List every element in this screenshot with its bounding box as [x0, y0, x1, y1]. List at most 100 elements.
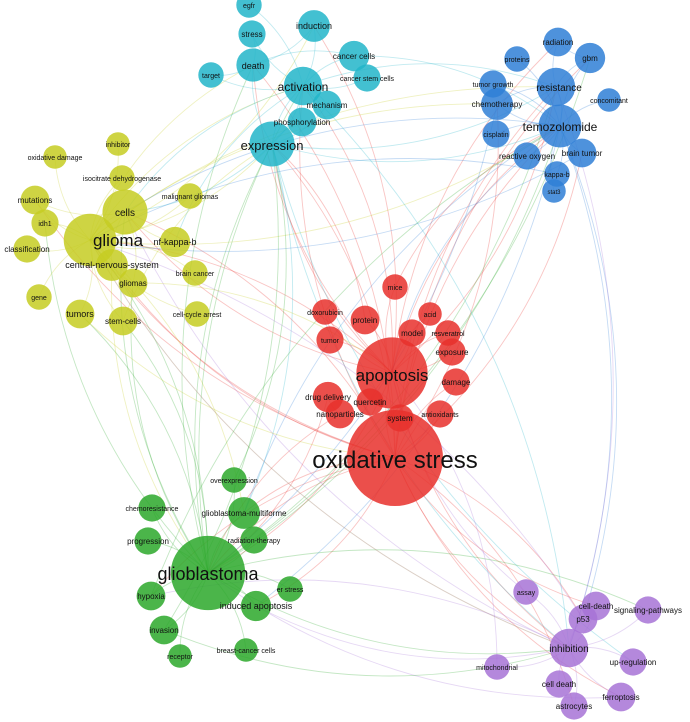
label-oxidative-damage: oxidative damage	[28, 155, 83, 162]
node-damage[interactable]	[442, 368, 470, 396]
node-quercetin[interactable]	[356, 388, 384, 416]
node-inhibition[interactable]	[549, 628, 589, 668]
label-astrocytes: astrocytes	[556, 702, 592, 711]
edge-glioblastoma-idh1	[44, 222, 209, 574]
node-classification[interactable]	[13, 235, 41, 263]
label-inhibition: inhibition	[549, 644, 588, 655]
node-glioblastoma-multiforme[interactable]	[228, 497, 260, 529]
node-mutations[interactable]	[20, 185, 50, 215]
label-proteins: proteins	[505, 57, 530, 64]
edge-apoptosis-cells	[124, 211, 393, 374]
node-acid[interactable]	[418, 302, 442, 326]
node-isocitrate-dehydrogenase[interactable]	[109, 165, 135, 191]
node-induction[interactable]	[298, 10, 330, 42]
label-stress: stress	[241, 30, 262, 39]
label-doxorubicin: doxorubicin	[307, 310, 343, 317]
node-receptor[interactable]	[168, 644, 192, 668]
label-induced-apoptosis: induced apoptosis	[220, 601, 293, 611]
node-temozolomide[interactable]	[538, 104, 582, 148]
node-mechanism[interactable]	[312, 90, 342, 120]
node-reactive-oxygen[interactable]	[513, 142, 541, 170]
node-death[interactable]	[236, 48, 270, 82]
node-concomitant[interactable]	[597, 88, 621, 112]
label-gene: gene	[31, 295, 47, 302]
node-induced-apoptosis[interactable]	[240, 590, 272, 622]
label-acid: acid	[424, 312, 437, 319]
node-invasion[interactable]	[149, 615, 179, 645]
label-tumors: tumors	[66, 309, 94, 319]
node-stat3[interactable]	[542, 179, 566, 203]
node-nf-kappa-b[interactable]	[159, 226, 191, 258]
label-gbm: gbm	[582, 54, 598, 63]
node-resistance[interactable]	[536, 67, 576, 107]
node-overexpression[interactable]	[221, 467, 247, 493]
node-malignant-gliomas[interactable]	[177, 183, 203, 209]
node-hypoxia[interactable]	[136, 581, 166, 611]
node-gbm[interactable]	[574, 42, 606, 74]
edge-expression-resistance	[271, 86, 557, 150]
node-cancer-cells[interactable]	[338, 40, 370, 72]
node-signaling-pathways[interactable]	[634, 596, 662, 624]
node-nanoparticles[interactable]	[325, 399, 355, 429]
edge-oxidative-stress-chemotherapy	[394, 103, 499, 459]
node-egfr[interactable]	[236, 0, 262, 18]
node-breast-cancer-cells[interactable]	[234, 638, 258, 662]
node-cell-death-2[interactable]	[545, 670, 573, 698]
node-up-regulation[interactable]	[619, 648, 647, 676]
node-model[interactable]	[398, 319, 426, 347]
node-brain-cancer[interactable]	[182, 260, 208, 286]
node-stress[interactable]	[238, 20, 266, 48]
node-oxidative-damage[interactable]	[43, 145, 67, 169]
edge-glioblastoma-resistance	[207, 86, 557, 574]
node-system[interactable]	[386, 404, 414, 432]
node-glioblastoma[interactable]	[170, 535, 246, 611]
label-idh1: idh1	[38, 221, 51, 228]
edge-inhibition-induced-apoptosis	[255, 605, 570, 660]
node-p53[interactable]	[568, 604, 598, 634]
node-gene[interactable]	[26, 284, 52, 310]
node-assay[interactable]	[513, 579, 539, 605]
node-antioxidants[interactable]	[426, 400, 454, 428]
node-gliomas[interactable]	[118, 268, 148, 298]
node-inhibitor[interactable]	[106, 132, 130, 156]
label-signaling-pathways: signaling-pathways	[614, 606, 682, 615]
node-oxidative-stress[interactable]	[347, 410, 443, 506]
label-glioblastoma-multiforme: glioblastoma-multiforme	[202, 509, 287, 518]
node-central-nervous-system[interactable]	[96, 249, 128, 281]
label-radiation-therapy: radiation-therapy	[228, 538, 281, 545]
node-protein[interactable]	[350, 305, 380, 335]
node-activation[interactable]	[283, 66, 323, 106]
node-ferroptosis[interactable]	[606, 682, 636, 712]
node-resveratrol[interactable]	[435, 320, 461, 346]
label-exposure: exposure	[436, 348, 469, 357]
node-tumor-growth[interactable]	[479, 70, 507, 98]
label-central-nervous-system: central-nervous-system	[65, 260, 159, 270]
node-radiation[interactable]	[543, 27, 573, 57]
node-expression[interactable]	[249, 121, 295, 167]
node-chemoresistance[interactable]	[138, 494, 166, 522]
node-mice[interactable]	[382, 274, 408, 300]
node-cells[interactable]	[102, 189, 148, 235]
node-phosphorylation[interactable]	[287, 107, 317, 137]
node-tumors[interactable]	[65, 299, 95, 329]
label-brain-cancer: brain cancer	[176, 271, 215, 278]
node-astrocytes[interactable]	[560, 692, 588, 720]
node-radiation-therapy[interactable]	[240, 526, 268, 554]
node-stem-cells[interactable]	[108, 306, 138, 336]
node-progression[interactable]	[134, 527, 162, 555]
node-tumor-red[interactable]	[316, 326, 344, 354]
node-mitochondrial[interactable]	[484, 654, 510, 680]
node-target[interactable]	[198, 62, 224, 88]
node-cisplatin[interactable]	[482, 120, 510, 148]
edge-inhibition-glioma	[89, 239, 570, 649]
label-cell-death-purple: cell-death	[579, 602, 614, 611]
label-cisplatin: cisplatin	[483, 132, 508, 139]
node-idh1[interactable]	[31, 209, 59, 237]
node-er-stress[interactable]	[277, 576, 303, 602]
node-brain-tumor[interactable]	[567, 138, 597, 168]
node-cell-cycle-arrest[interactable]	[184, 301, 210, 327]
node-doxorubicin[interactable]	[312, 299, 338, 325]
node-cancer-stem-cells[interactable]	[353, 64, 381, 92]
label-resveratrol: resveratrol	[431, 331, 465, 338]
node-proteins[interactable]	[504, 46, 530, 72]
